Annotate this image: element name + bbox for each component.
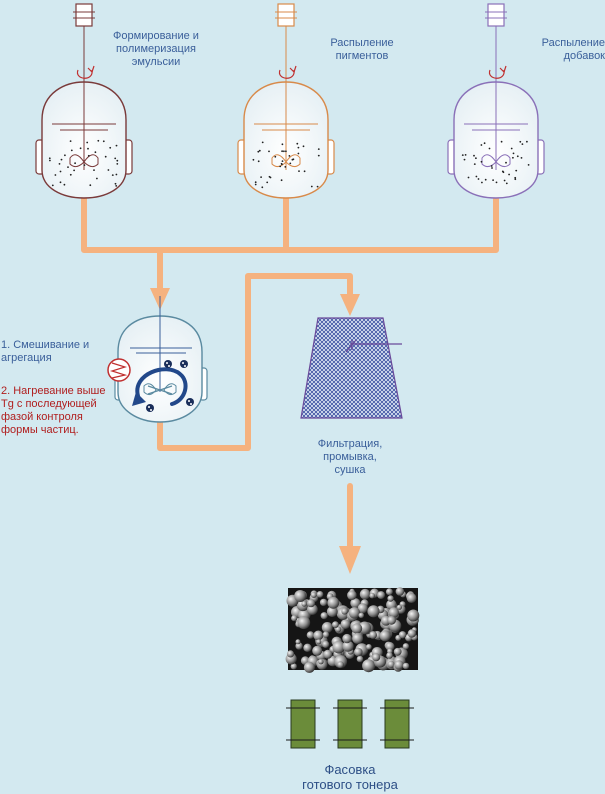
arrow-to-packing	[339, 546, 361, 574]
rotation-arrow-icon	[278, 69, 295, 79]
toner-particles-image	[285, 587, 420, 673]
pipe-additives	[157, 193, 499, 293]
label-filtration: Фильтрация,промывка,сушка	[317, 438, 383, 476]
heater-coil-icon	[107, 358, 131, 382]
toner-cartridge-icon	[286, 699, 320, 749]
toner-cartridge-icon	[380, 699, 414, 749]
toner-cartridge-icon	[333, 699, 367, 749]
stirrer-icon	[147, 385, 173, 395]
filter-unit	[300, 317, 403, 419]
mixing-flow-arrow	[135, 367, 188, 406]
pipe-emulsion	[81, 193, 163, 253]
pipes	[81, 193, 499, 551]
reactor-additives	[447, 3, 545, 199]
motor-icon	[487, 3, 505, 27]
stirrer-icon	[481, 154, 511, 168]
rotation-arrow-icon	[76, 69, 93, 79]
toner-cartridges	[286, 699, 414, 749]
rotation-arrow-icon	[488, 69, 505, 79]
mixer-vessel	[107, 296, 208, 423]
stirrer-icon	[271, 154, 301, 168]
reactor-emulsion	[35, 3, 133, 199]
motor-icon	[75, 3, 93, 27]
arrow-to-filter	[340, 294, 360, 316]
reactor-pigments	[237, 3, 335, 199]
motor-icon	[277, 3, 295, 27]
stirrer-icon	[69, 154, 99, 168]
reactors-group	[35, 3, 545, 199]
pipe-mixer-to-filter	[157, 273, 353, 451]
